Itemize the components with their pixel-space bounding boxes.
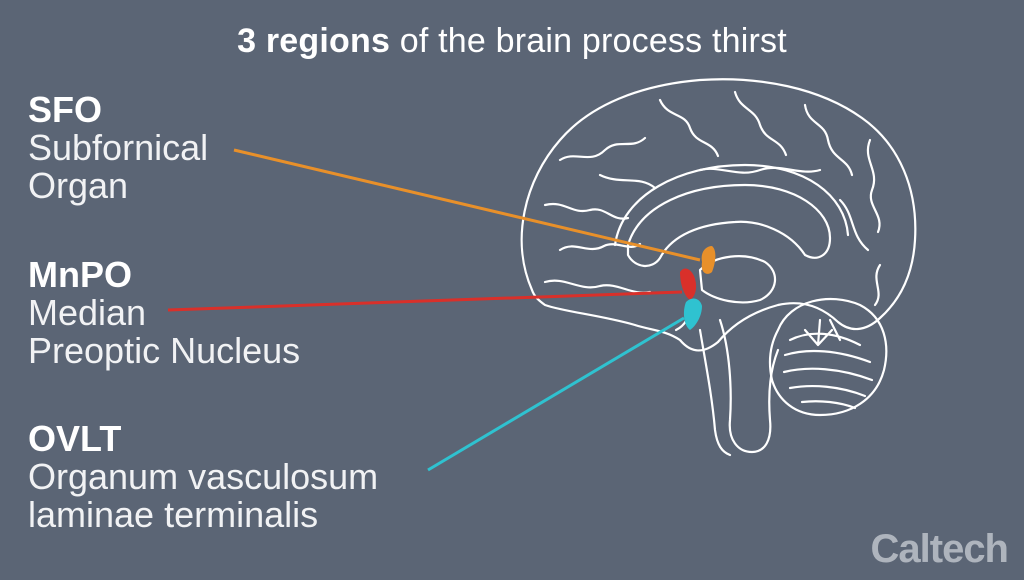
title-bold: 3 regions (237, 22, 391, 60)
sulcus-line (543, 279, 652, 294)
sulcus-line (866, 138, 881, 234)
region-abbr-mnpo: MnPO (28, 254, 132, 295)
cerebellum-fold (783, 349, 872, 364)
cerebellum (768, 297, 888, 417)
sfo-leader-line (233, 148, 701, 262)
cingulate-line (613, 163, 850, 247)
cerebrum-outline (520, 78, 917, 352)
page-title: 3 regions of the brain process thirst (0, 22, 1024, 61)
sulcus-line (543, 202, 630, 220)
sulcus-line (598, 173, 657, 190)
cerebellum-fold (800, 400, 857, 410)
region-name-ovlt-line1: Organum vasculosum (28, 456, 379, 497)
sulcus-line (803, 103, 854, 177)
region-label-mnpo: MnPO Median Preoptic Nucleus (28, 256, 300, 370)
region-label-sfo: SFO Subfornical Organ (28, 91, 208, 205)
region-label-ovlt: OVLT Organum vasculosum laminae terminal… (28, 420, 378, 534)
sulcus-line (698, 166, 822, 174)
brainstem (718, 318, 780, 454)
cerebellum-tree (803, 318, 842, 347)
region-abbr-sfo: SFO (28, 89, 103, 130)
cerebellum-fold (782, 367, 874, 382)
region-name-mnpo-line2: Preoptic Nucleus (28, 330, 301, 371)
sfo-region-marker (701, 246, 716, 274)
brain-outline (520, 78, 917, 457)
mnpo-leader-line (167, 290, 683, 312)
cerebellum-fold (788, 384, 867, 398)
region-name-sfo-line1: Subfornical (28, 127, 209, 168)
region-name-mnpo-line1: Median (28, 292, 147, 333)
sulcus-line (558, 136, 647, 162)
sulcus-line (838, 198, 870, 252)
cerebellum-fold (788, 332, 862, 347)
brainstem-front (698, 328, 732, 457)
corpus-callosum (626, 183, 832, 267)
ovlt-region-marker (683, 298, 702, 330)
mnpo-region-marker (680, 268, 697, 300)
region-name-sfo-line2: Organ (28, 165, 129, 206)
sulcus-line (733, 90, 788, 157)
title-rest: of the brain process thirst (390, 22, 787, 60)
caltech-logo: Caltech (870, 527, 1009, 571)
sulcus-line (658, 98, 720, 158)
region-abbr-ovlt: OVLT (28, 418, 122, 459)
thalamus (698, 255, 776, 304)
sulcus-line (558, 242, 642, 252)
ovlt-leader-line (427, 316, 685, 472)
sulcus-line (873, 263, 882, 307)
region-name-ovlt-line2: laminae terminalis (28, 494, 319, 535)
